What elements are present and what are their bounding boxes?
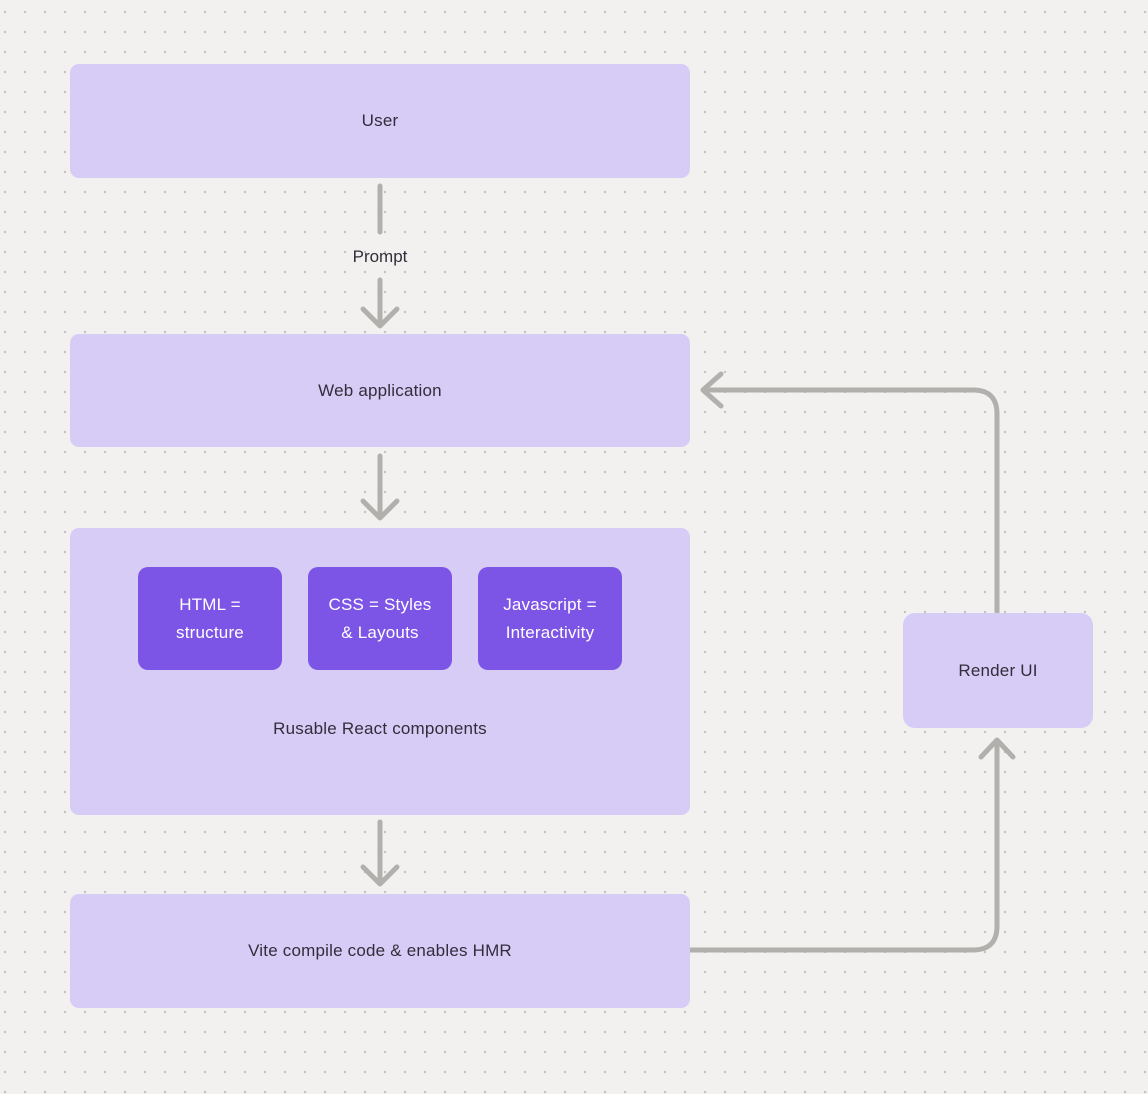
node-render-ui[interactable]: Render UI — [903, 613, 1093, 728]
arrow-down-icon — [360, 498, 400, 521]
chip-css[interactable]: CSS = Styles & Layouts — [308, 567, 452, 670]
edge-render-ui-to-webapp — [703, 387, 1000, 615]
node-web-application-label: Web application — [318, 380, 442, 400]
edge-vite-to-render-ui — [687, 739, 1000, 953]
node-vite[interactable]: Vite compile code & enables HMR — [70, 894, 690, 1008]
node-web-application[interactable]: Web application — [70, 334, 690, 447]
chip-html-line1: HTML = — [179, 594, 241, 614]
node-user-label: User — [361, 111, 399, 130]
chip-javascript-line1: Javascript = — [503, 594, 597, 614]
node-render-ui-label: Render UI — [958, 660, 1038, 680]
edge-label-prompt: Prompt — [352, 247, 408, 266]
chip-html[interactable]: HTML = structure — [138, 567, 282, 670]
arrow-down-icon — [360, 864, 400, 887]
arrow-up-icon — [978, 737, 1016, 760]
arrow-left-icon — [700, 371, 724, 409]
chip-javascript-line2: Interactivity — [505, 622, 595, 642]
arrow-down-icon — [360, 306, 400, 329]
chip-javascript[interactable]: Javascript = Interactivity — [478, 567, 622, 670]
components-group-caption: Rusable React components — [273, 719, 487, 738]
chip-html-line2: structure — [176, 622, 244, 642]
chip-css-line1: CSS = Styles — [328, 594, 432, 614]
node-user[interactable]: User — [70, 64, 690, 178]
node-components-group[interactable]: HTML = structure CSS = Styles & Layouts … — [70, 528, 690, 815]
components-chip-row: HTML = structure CSS = Styles & Layouts … — [138, 567, 622, 670]
chip-css-line2: & Layouts — [341, 622, 419, 642]
node-vite-label: Vite compile code & enables HMR — [248, 941, 512, 960]
